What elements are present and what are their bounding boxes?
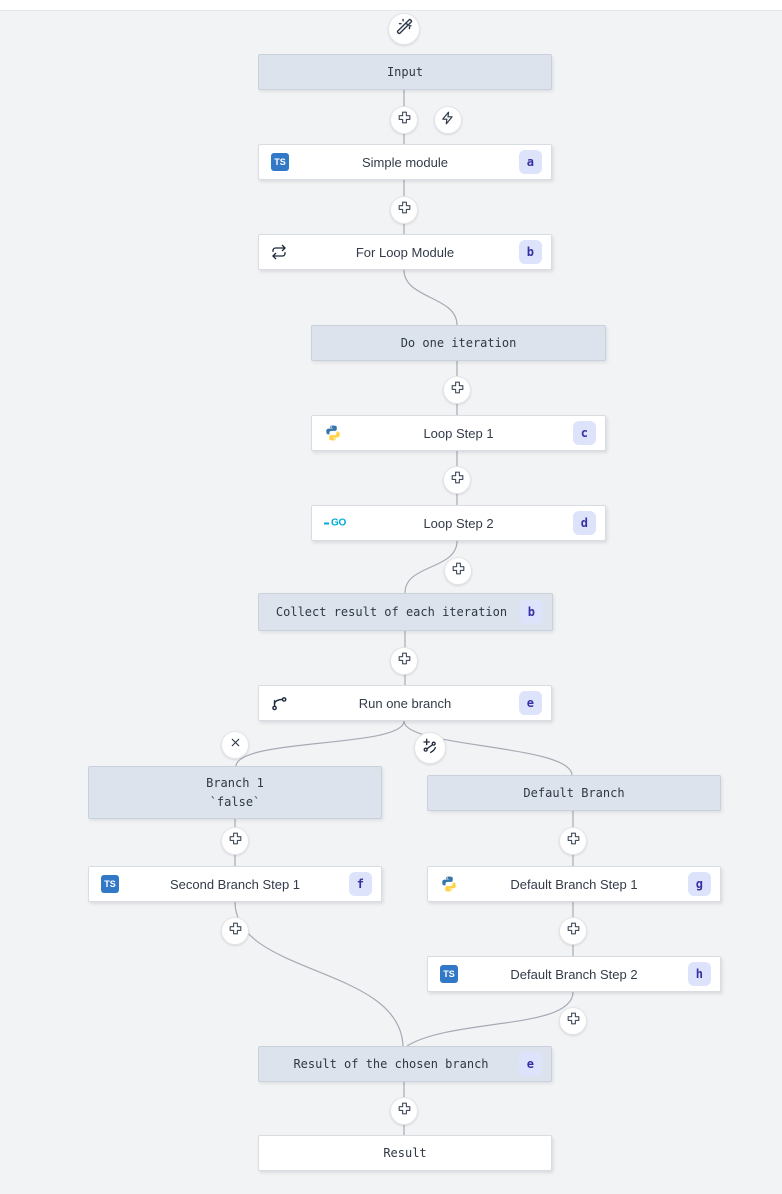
typescript-icon: TS — [101, 875, 119, 893]
go-icon: GO — [324, 518, 346, 529]
add-trigger-button[interactable] — [434, 106, 462, 134]
flow-step-loop-step-1[interactable]: Loop Step 1 c — [311, 415, 606, 451]
step-label: Default Branch Step 1 — [510, 876, 638, 892]
plus-icon — [566, 1011, 581, 1031]
flow-node-input[interactable]: Input — [258, 54, 552, 90]
edge — [235, 720, 405, 767]
step-label: Run one branch — [358, 695, 452, 711]
plus-icon — [397, 200, 412, 220]
wand-sparkles-icon — [396, 18, 413, 40]
insert-step-button[interactable] — [443, 466, 471, 494]
insert-step-button[interactable] — [390, 106, 418, 134]
step-id-badge: e — [518, 1052, 542, 1076]
insert-step-button[interactable] — [390, 647, 418, 675]
step-id-badge: e — [518, 691, 542, 715]
insert-step-button[interactable] — [390, 1097, 418, 1125]
step-id-badge: b — [519, 600, 543, 624]
flow-step-loop-step-2[interactable]: GO Loop Step 2 d — [311, 505, 606, 541]
plus-icon — [228, 921, 243, 941]
typescript-icon: TS — [271, 153, 289, 171]
flow-node-result-of-chosen-branch[interactable]: Result of the chosen branch e — [258, 1046, 552, 1082]
step-label: Default Branch Step 2 — [510, 966, 638, 982]
branch-label: Branch 1 — [206, 775, 264, 790]
insert-step-button[interactable] — [390, 196, 418, 224]
step-label: Simple module — [362, 154, 448, 170]
flow-node-default-branch[interactable]: Default Branch — [427, 775, 721, 811]
step-id-badge: c — [572, 421, 596, 445]
plus-icon — [566, 831, 581, 851]
python-icon — [324, 424, 342, 442]
flow-step-for-loop[interactable]: For Loop Module b — [258, 234, 552, 270]
add-branch-button[interactable] — [414, 732, 446, 764]
typescript-icon: TS — [440, 965, 458, 983]
flow-node-do-one-iteration[interactable]: Do one iteration — [311, 325, 606, 361]
flow-step-run-one-branch[interactable]: Run one branch e — [258, 685, 552, 721]
flow-step-default-branch-step-1[interactable]: Default Branch Step 1 g — [427, 866, 721, 902]
flow-step-second-branch-step-1[interactable]: TS Second Branch Step 1 f — [88, 866, 382, 902]
flow-node-result[interactable]: Result — [258, 1135, 552, 1171]
plus-icon — [397, 110, 412, 130]
plus-icon — [451, 561, 466, 581]
step-label: For Loop Module — [355, 244, 455, 260]
plus-icon — [450, 380, 465, 400]
insert-step-button[interactable] — [444, 557, 472, 585]
edge — [234, 901, 404, 1047]
plus-icon — [566, 921, 581, 941]
step-label: Second Branch Step 1 — [169, 876, 301, 892]
step-label: Loop Step 1 — [423, 425, 494, 441]
top-border — [0, 0, 782, 11]
git-branch-icon — [271, 695, 288, 712]
insert-step-button[interactable] — [443, 376, 471, 404]
node-label: Result — [383, 1146, 427, 1160]
step-id-badge: b — [518, 240, 542, 264]
step-id-badge: h — [687, 962, 711, 986]
flow-node-collect-result[interactable]: Collect result of each iteration b — [258, 593, 553, 631]
edge — [403, 269, 458, 326]
step-label: Loop Step 2 — [423, 515, 494, 531]
branch-plus-icon — [422, 738, 438, 759]
node-label: Do one iteration — [400, 336, 517, 350]
branch-label: Default Branch — [523, 786, 625, 800]
insert-step-button[interactable] — [221, 917, 249, 945]
node-label: Result of the chosen branch — [293, 1057, 489, 1071]
step-id-badge: f — [348, 872, 372, 896]
flow-step-simple-module[interactable]: TS Simple module a — [258, 144, 552, 180]
zap-icon — [441, 111, 455, 130]
python-icon — [440, 875, 458, 893]
branch-condition: `false` — [209, 794, 261, 809]
flow-step-default-branch-step-2[interactable]: TS Default Branch Step 2 h — [427, 956, 721, 992]
x-icon — [229, 736, 242, 754]
delete-branch-button[interactable] — [221, 731, 249, 759]
plus-icon — [397, 1101, 412, 1121]
step-id-badge: a — [518, 150, 542, 174]
insert-step-button[interactable] — [559, 827, 587, 855]
insert-step-button[interactable] — [221, 827, 249, 855]
plus-icon — [228, 831, 243, 851]
step-id-badge: d — [572, 511, 596, 535]
plus-icon — [397, 651, 412, 671]
insert-step-button[interactable] — [559, 917, 587, 945]
ai-builder-button[interactable] — [388, 13, 420, 45]
insert-step-button[interactable] — [559, 1007, 587, 1035]
step-id-badge: g — [687, 872, 711, 896]
flow-node-branch-1[interactable]: Branch 1 `false` — [88, 766, 382, 819]
node-label: Collect result of each iteration — [275, 605, 508, 619]
plus-icon — [450, 470, 465, 490]
edge — [406, 991, 574, 1047]
repeat-icon — [271, 244, 287, 260]
node-label: Input — [386, 65, 424, 79]
